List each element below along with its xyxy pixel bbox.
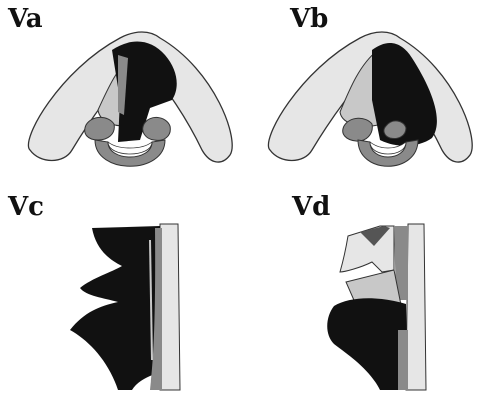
- vb-left-arytenoid: [343, 118, 373, 141]
- vd-wall: [406, 224, 426, 390]
- panel-label-vb: Vb: [290, 4, 328, 34]
- panel-label-va: Va: [8, 4, 43, 34]
- va-ring-inner: [108, 142, 152, 154]
- va-left-arytenoid: [85, 117, 115, 140]
- panel-va-drawing: [28, 32, 232, 166]
- va-right-arytenoid: [143, 117, 171, 140]
- vc-black-tissue: [70, 226, 160, 390]
- panel-vb-drawing: [268, 32, 472, 166]
- panel-vd-drawing: [327, 224, 426, 390]
- panel-label-vd: Vd: [292, 192, 330, 222]
- panel-label-vc: Vc: [8, 192, 44, 222]
- vc-wall: [160, 224, 180, 390]
- panel-vc-drawing: [70, 224, 180, 390]
- vd-gray-base: [398, 330, 408, 390]
- vd-black-mass: [327, 298, 408, 390]
